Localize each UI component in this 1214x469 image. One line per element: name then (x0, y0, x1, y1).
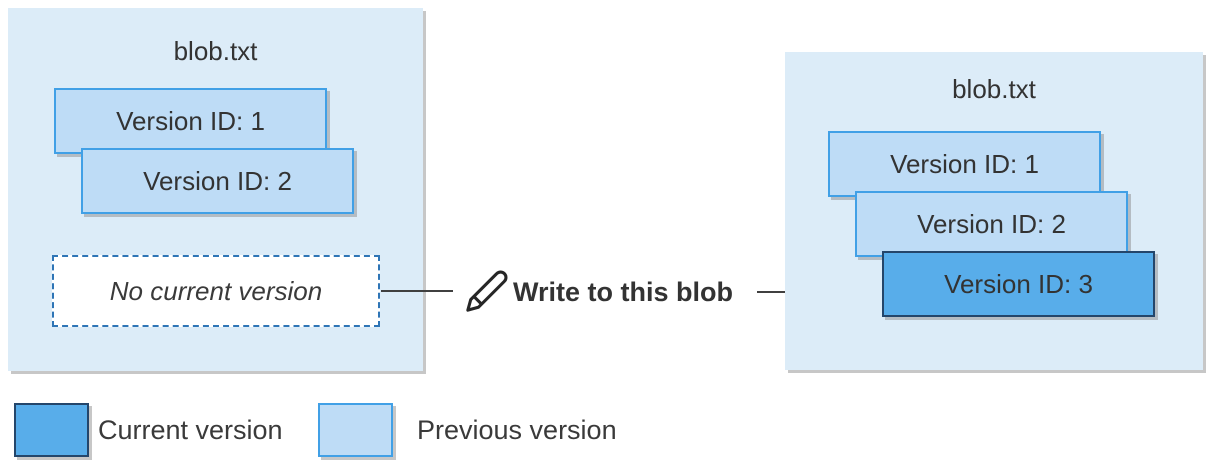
previous-version-swatch (318, 403, 393, 457)
version-box-2: Version ID: 2 (81, 148, 354, 214)
version-box-3-current: Version ID: 3 (882, 251, 1155, 317)
version-box-2: Version ID: 2 (855, 191, 1128, 257)
current-version-label: Current version (98, 414, 283, 445)
no-current-version-box: No current version (52, 255, 380, 327)
connector-line-left (381, 290, 453, 292)
blob-panel-after: blob.txt Version ID: 1 Version ID: 2 Ver… (785, 52, 1203, 370)
current-version-swatch (14, 403, 89, 457)
previous-version-label: Previous version (417, 414, 617, 445)
blob-title: blob.txt (952, 74, 1036, 104)
version-box-1: Version ID: 1 (828, 131, 1101, 197)
version-box-1: Version ID: 1 (54, 88, 327, 154)
blob-title: blob.txt (173, 36, 258, 66)
write-action-label: Write to this blob (513, 277, 733, 307)
blob-panel-before: blob.txt Version ID: 1 Version ID: 2 No … (8, 8, 423, 371)
pencil-icon (464, 268, 510, 314)
